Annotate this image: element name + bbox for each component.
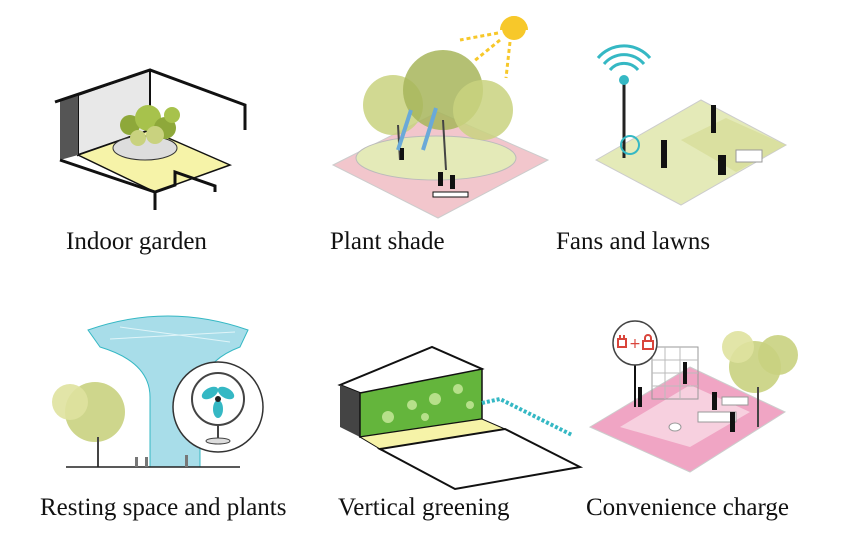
wifi-icon xyxy=(596,44,652,158)
greenery-dot xyxy=(382,411,394,423)
caption-resting-space: Resting space and plants xyxy=(40,494,287,521)
box-side xyxy=(340,385,360,437)
airflow-arrow xyxy=(421,107,438,151)
shrub xyxy=(146,126,164,144)
person xyxy=(730,412,735,432)
panel-indoor-garden: Indoor garden xyxy=(0,0,288,277)
panel-resting-space: Resting space and plants xyxy=(0,277,340,554)
bench xyxy=(432,191,469,198)
caption-indoor-garden: Indoor garden xyxy=(66,228,207,255)
plant-shade-illustration xyxy=(331,16,550,219)
indoor-garden-illustration xyxy=(54,68,247,210)
shrub xyxy=(120,115,140,135)
lock-icon xyxy=(642,334,654,350)
table xyxy=(721,396,749,406)
side-wall xyxy=(60,95,78,160)
panel-convenience-charge: + Convenience charge xyxy=(580,277,864,554)
slab xyxy=(376,427,584,491)
airflow-arrow xyxy=(396,109,413,151)
convenience-charge-illustration: + xyxy=(588,320,798,473)
panel-fans-lawns: Fans and lawns xyxy=(556,0,864,277)
charge-sign xyxy=(612,320,658,366)
table xyxy=(697,411,737,423)
floor-frame xyxy=(59,158,217,194)
person xyxy=(135,457,138,467)
person xyxy=(438,172,443,186)
mound xyxy=(355,135,517,181)
shrub xyxy=(130,130,146,146)
fans-lawns-illustration xyxy=(594,44,788,206)
caption-plant-shade: Plant shade xyxy=(330,228,445,255)
plus-icon: + xyxy=(629,336,641,352)
panel-plant-shade: Plant shade xyxy=(288,0,576,277)
greenery-dot xyxy=(453,384,463,394)
person xyxy=(638,387,642,407)
resting-space-illustration xyxy=(52,315,264,468)
caption-convenience-charge: Convenience charge xyxy=(586,494,789,521)
vertical-greening-illustration xyxy=(337,345,584,491)
shrub xyxy=(135,105,161,131)
greenery-dot xyxy=(407,400,417,410)
greenery-dot xyxy=(466,401,474,409)
tree-canopy xyxy=(758,335,798,375)
caption-vertical-greening: Vertical greening xyxy=(338,494,510,521)
person xyxy=(185,455,188,467)
person xyxy=(661,140,667,168)
shrub xyxy=(164,107,180,123)
table xyxy=(735,149,763,163)
person xyxy=(450,175,455,189)
plug-icon xyxy=(617,335,627,348)
trunk xyxy=(442,119,447,171)
person xyxy=(400,148,404,160)
person xyxy=(712,392,717,410)
greenery-dot xyxy=(421,413,429,421)
panel-vertical-greening: Vertical greening xyxy=(337,277,584,554)
tree-canopy xyxy=(453,80,513,140)
canopy-lattice xyxy=(109,331,236,340)
person xyxy=(718,155,726,175)
grid-screen xyxy=(651,346,699,400)
fan-icon xyxy=(172,361,264,453)
canopy-lattice xyxy=(119,326,231,343)
ceiling-frame xyxy=(54,68,247,130)
person xyxy=(683,362,687,384)
person xyxy=(711,105,716,133)
greenery-dot xyxy=(429,393,441,405)
tree-canopy xyxy=(722,331,754,363)
railing xyxy=(481,396,573,437)
caption-fans-lawns: Fans and lawns xyxy=(556,228,711,255)
sun-icon xyxy=(459,16,528,79)
stool xyxy=(668,422,682,432)
person xyxy=(145,457,148,467)
tree-canopy xyxy=(52,384,88,420)
floor-inner xyxy=(620,385,750,447)
